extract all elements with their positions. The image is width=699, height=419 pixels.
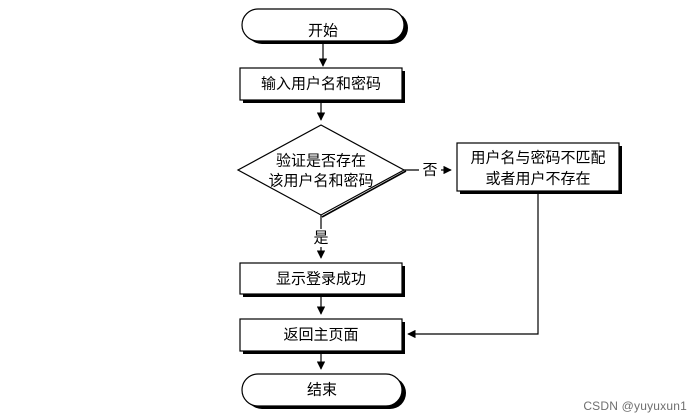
success-step-label: 显示登录成功 [276,270,366,288]
error-label-line1: 用户名与密码不匹配 [470,149,605,167]
return-step-label: 返回主页面 [283,326,358,344]
decision-diamond: 验证是否存在 该用户名和密码 [236,124,407,218]
success-step-box: 显示登录成功 [239,262,405,297]
edge-label-yes: 是 [313,229,328,247]
end-label: 结束 [307,381,337,399]
decision-label-line1: 验证是否存在 [276,152,366,170]
error-label-line2: 或者用户不存在 [485,170,590,188]
watermark-text: CSDN @yuyuxun1 [583,399,687,413]
input-step-box: 输入用户名和密码 [239,67,405,103]
arrow-error-to-return [407,191,539,339]
input-step-label: 输入用户名和密码 [261,75,381,93]
error-box: 用户名与密码不匹配 或者用户不存在 [456,142,622,194]
start-label: 开始 [308,22,338,40]
start-terminal: 开始 [241,8,408,44]
return-step-box: 返回主页面 [239,318,405,354]
decision-label-line2: 该用户名和密码 [268,172,373,190]
end-terminal: 结束 [241,373,406,409]
edge-label-no: 否 [422,161,437,179]
